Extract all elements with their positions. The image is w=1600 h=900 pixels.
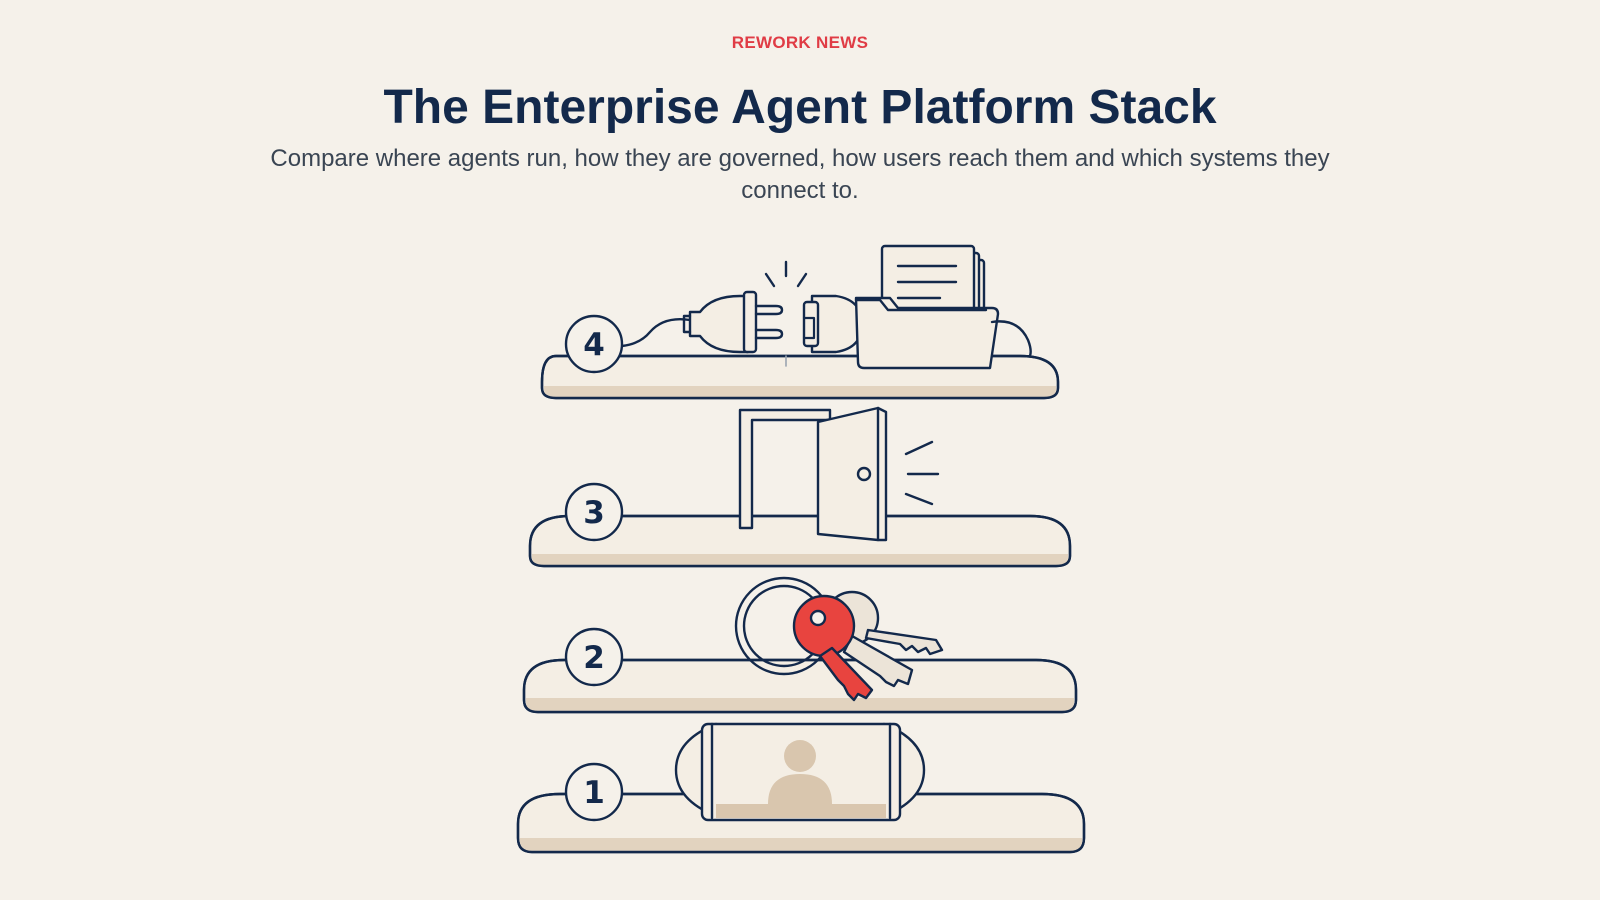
- keys-icon: [734, 576, 944, 702]
- step-number-2: 2: [583, 640, 605, 676]
- plug-and-folder-icon: [620, 244, 1032, 370]
- step-badge-2: 2: [564, 627, 624, 687]
- step-number-4: 4: [583, 327, 605, 363]
- step-number-3: 3: [583, 495, 605, 531]
- page-title: The Enterprise Agent Platform Stack: [383, 81, 1217, 134]
- shelf-layer-2: [522, 658, 1078, 714]
- page-subtitle: Compare where agents run, how they are g…: [270, 145, 1330, 204]
- shelf-layer-3: [528, 514, 1072, 568]
- shelf-layer-1: [516, 792, 1086, 854]
- brand-eyebrow: REWORK NEWS: [731, 33, 869, 52]
- step-number-1: 1: [583, 775, 605, 811]
- user-window-icon: [674, 722, 926, 822]
- step-badge-3: 3: [564, 482, 624, 542]
- open-door-icon: [738, 406, 940, 542]
- step-badge-4: 4: [564, 314, 624, 374]
- step-badge-1: 1: [564, 762, 624, 822]
